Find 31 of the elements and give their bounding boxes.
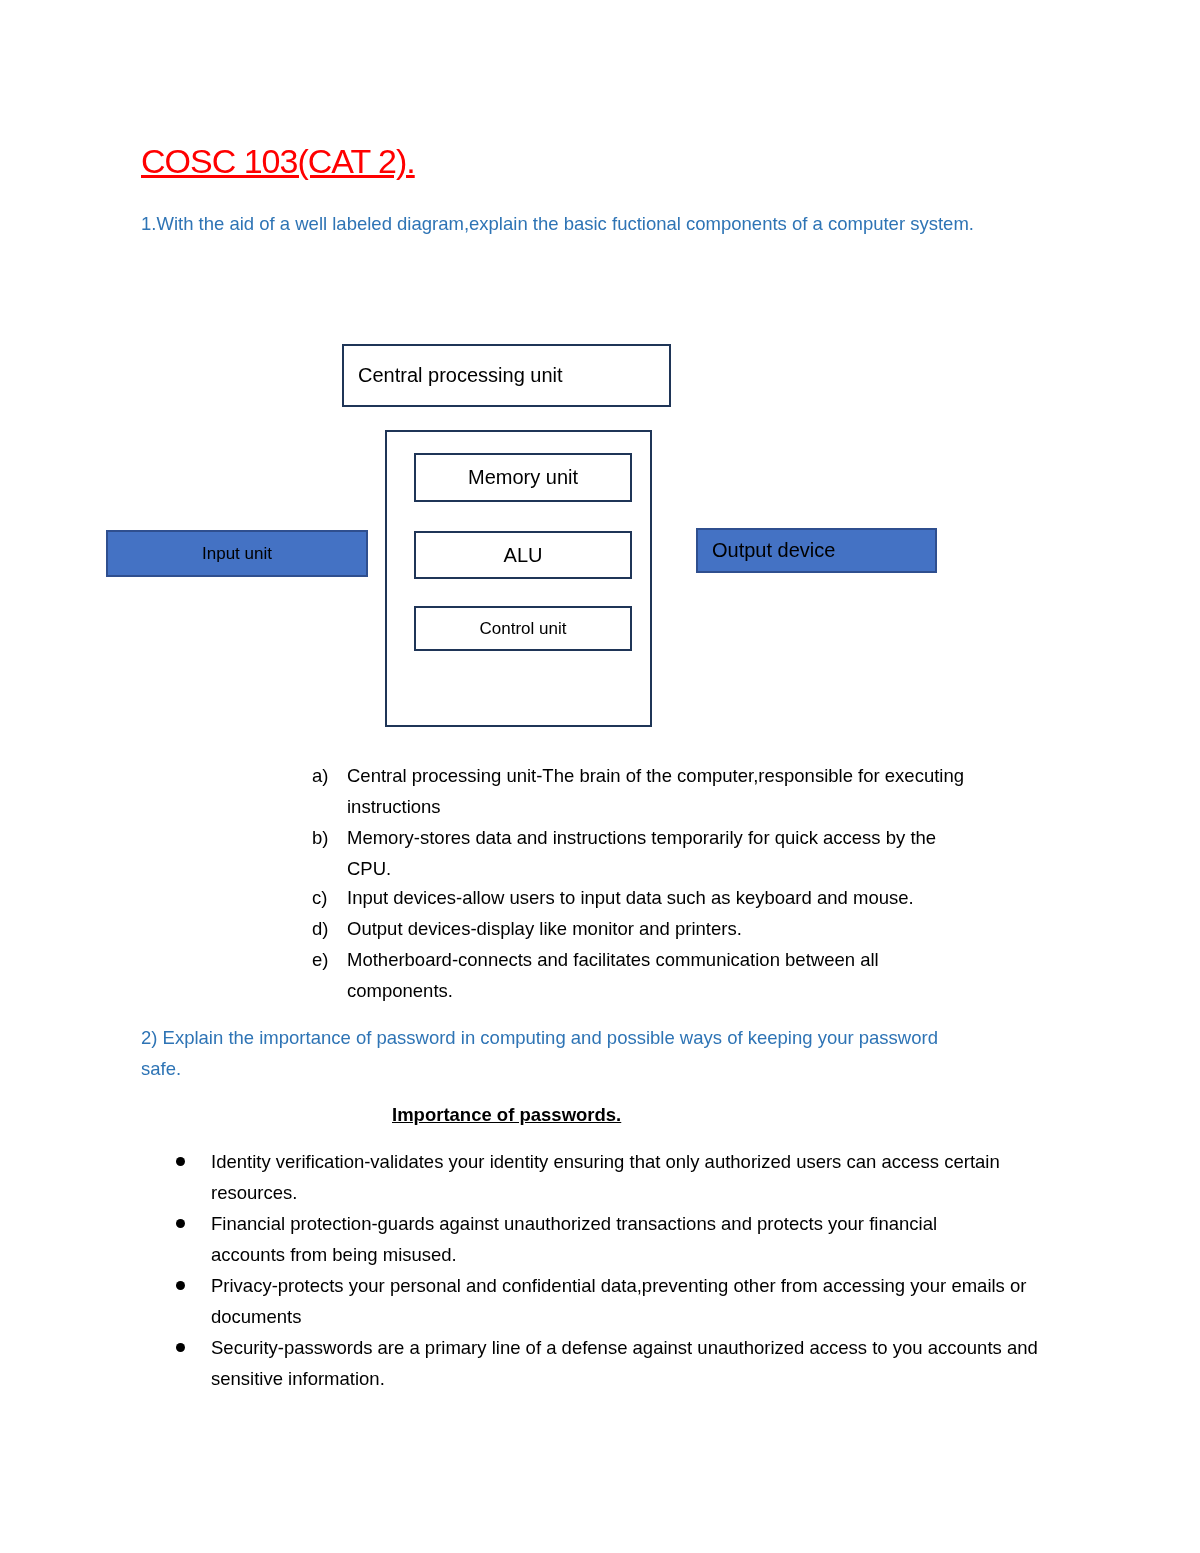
bullet-text: Privacy-protects your personal and confidential data,preventing other from accessing your emails or documents [211,1274,1028,1329]
list-item-text: Memory-stores data and instructions temporarily for quick access by the CPU. [347,826,938,881]
question-text: 2) Explain the importance of password in computing and possible ways of keeping your password safe. [141,1026,939,1081]
bullet-text: Financial protection-guards against unauthorized transactions and protects your financial accounts from being misused. [211,1212,939,1267]
unit-box [414,453,632,502]
list-marker: b) [312,826,330,850]
list-marker: e) [312,948,330,972]
unit-box [414,531,632,579]
unit-box [696,528,937,573]
list-marker: a) [312,764,330,788]
unit-label: Output device [712,539,836,562]
section-heading: Importance of passwords. [392,1103,623,1127]
unit-label: Input unit [202,543,272,564]
list-marker: c) [312,886,329,910]
list-item-text: Motherboard-connects and facilitates communication between all components. [347,948,880,1003]
list-item-text: Input devices-allow users to input data such as keyboard and mouse. [347,886,915,910]
unit-box [342,344,671,407]
page-title: COSC 103(CAT 2). [141,142,415,181]
unit-box [106,530,368,577]
question-text: 1.With the aid of a well labeled diagram,explain the basic fuctional components of a computer system. [141,212,975,236]
bullet-text: Identity verification-validates your identity ensuring that only authorized users can access certain resources. [211,1150,1001,1205]
unit-label: Central processing unit [358,364,563,387]
bullet-text: Security-passwords are a primary line of a defense against unauthorized access to you accounts and sensitive information. [211,1336,1039,1391]
unit-label: Control unit [479,618,567,639]
unit-box [414,606,632,651]
list-item-text: Output devices-display like monitor and printers. [347,917,743,941]
list-marker: d) [312,917,330,941]
container-box [385,430,652,727]
unit-label: ALU [503,543,543,567]
list-item-text: Central processing unit-The brain of the computer,responsible for executing instructions [347,764,965,819]
unit-label: Memory unit [468,466,578,489]
